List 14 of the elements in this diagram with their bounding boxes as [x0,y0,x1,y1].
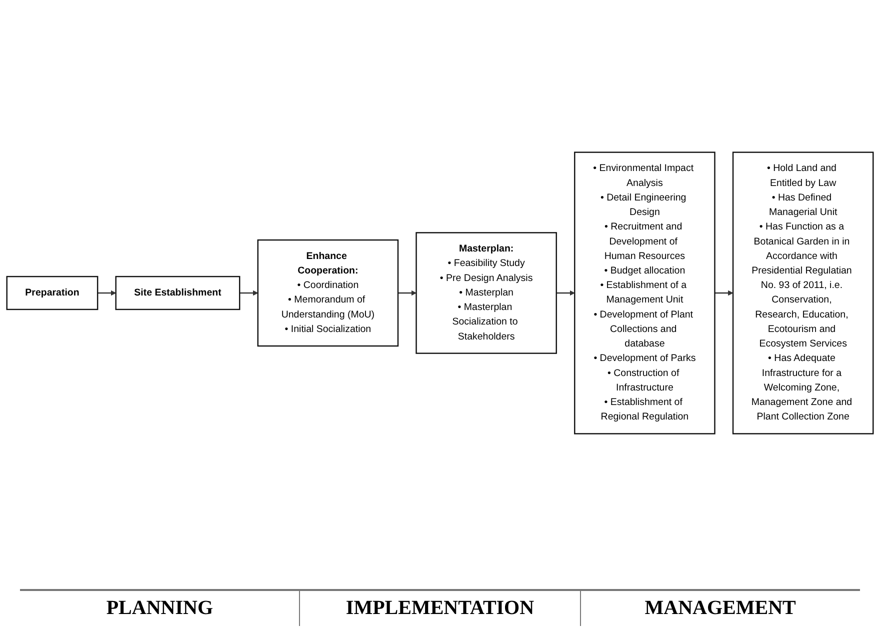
arrow [556,290,575,296]
node-box: Enhance Cooperation: • Coordination • Memorandum of Understanding (MoU) • Initial Socialization [257,238,399,346]
node-box: • Hold Land and Entitled by Law • Has Defined Managerial Unit • Has Function as a Botanical Garden in in Accordance with Presidential Regulatian No. 93 of 2011, i.e. Conservation, Research, Education, Ecotourism and Ecosystem Services • Has Adequate Infrastructure for a Welcoming Zone, Management Zone and Plant Collection Zone [732,151,874,434]
node-box: • Environmental Impact Analysis • Detail Engineering Design • Recruitment and Development of Human Resources • Budget allocation • Establishment of a Management Unit • Development of Plant Collections and database • Development of Parks • Construction of Infrastructure • Establishment of Regional Regulation [574,151,716,434]
arrow [98,290,116,296]
node-box: Preparation [6,275,98,310]
arrow [714,290,734,296]
node-box: Site Establishment [115,275,240,310]
arrow [240,290,258,296]
arrow [398,290,416,296]
column-heading: PLANNING [105,596,214,621]
node-box: Masterplan: • Feasibility Study • Pre Design Analysis • Masterplan • Masterplan Socialization to Stakeholders [416,232,557,354]
column-heading: IMPLEMENTATION [299,591,580,626]
column-heading: MANAGEMENT [580,591,860,626]
